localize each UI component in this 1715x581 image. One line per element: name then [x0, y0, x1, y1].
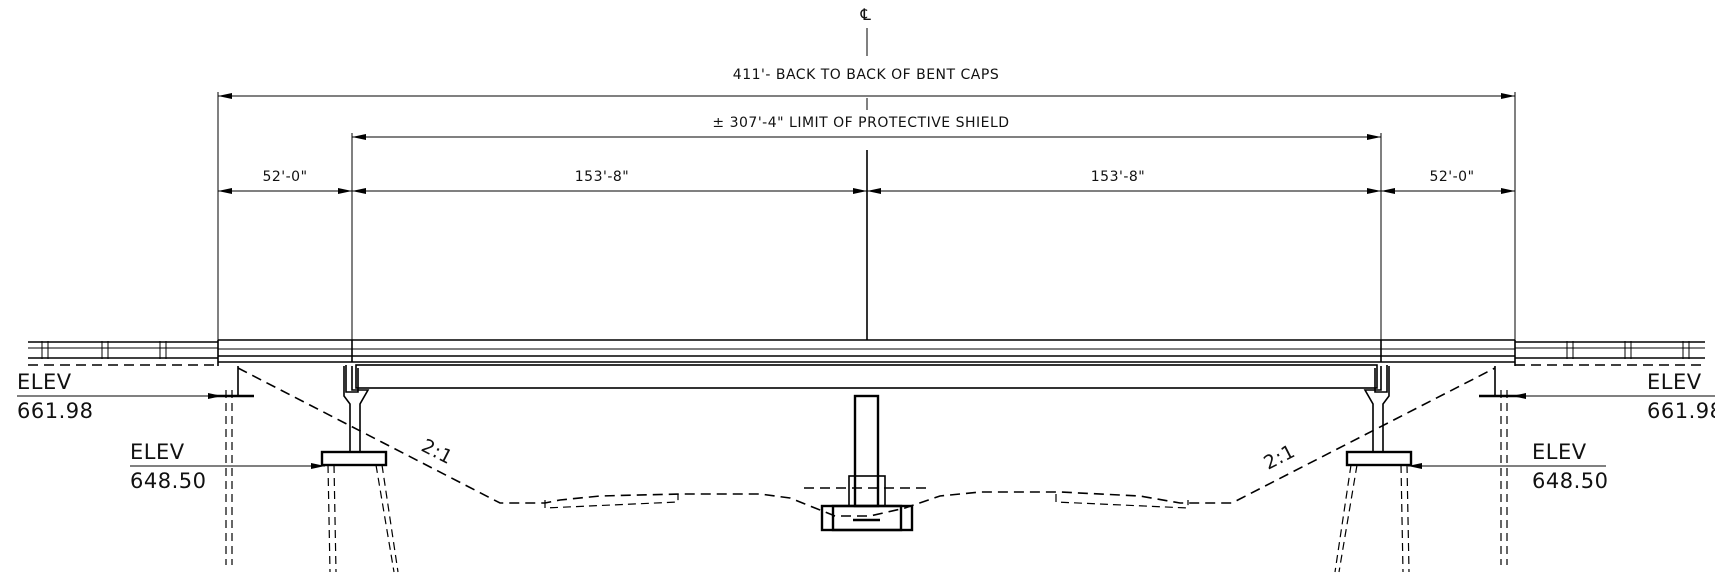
span-arrow — [218, 188, 232, 194]
elev-label: ELEV — [1647, 370, 1702, 394]
dim-shield-arrow-left — [352, 134, 366, 140]
slope-label-right: 2:1 — [1260, 440, 1299, 474]
intermediate-bent-left — [320, 365, 399, 573]
span-arrow — [338, 188, 352, 194]
span-arrow — [853, 188, 867, 194]
elev-value: 648.50 — [1532, 469, 1608, 493]
elev-label: ELEV — [130, 440, 185, 464]
bridge-deck — [217, 339, 1516, 389]
span-arrow — [352, 188, 366, 194]
span-arrow — [1367, 188, 1381, 194]
span-label-3: 153'-8" — [1091, 169, 1145, 185]
elev-callout-top-right: ELEV 661.98 — [1512, 370, 1715, 423]
elev-value: 648.50 — [130, 469, 206, 493]
elev-callout-low-left: ELEV 648.50 — [130, 440, 325, 493]
elev-value: 661.98 — [1647, 399, 1715, 423]
channel-ground-detail-right — [1055, 494, 1189, 509]
centerline-symbol: ℄ — [860, 5, 872, 24]
elev-value: 661.98 — [17, 399, 93, 423]
span-arrow — [867, 188, 881, 194]
dim-overall-arrow-left — [218, 93, 232, 99]
dim-shield-label: ± 307'-4" LIMIT OF PROTECTIVE SHIELD — [712, 115, 1009, 131]
dim-shield-arrow-right — [1367, 134, 1381, 140]
dim-overall-label: 411'- BACK TO BACK OF BENT CAPS — [733, 67, 999, 83]
approach-right — [1515, 341, 1705, 366]
center-pier — [804, 394, 932, 532]
elev-callout-top-left: ELEV 661.98 — [17, 370, 222, 423]
channel-ground-detail-left — [544, 494, 679, 509]
span-label-4: 52'-0" — [1429, 169, 1474, 185]
intermediate-bent-right — [1334, 365, 1413, 573]
span-arrow — [1501, 188, 1515, 194]
span-arrow — [1381, 188, 1395, 194]
elev-callout-low-right: ELEV 648.50 — [1408, 440, 1608, 493]
span-label-2: 153'-8" — [575, 169, 629, 185]
span-label-1: 52'-0" — [262, 169, 307, 185]
dim-overall-arrow-right — [1501, 93, 1515, 99]
elev-label: ELEV — [17, 370, 72, 394]
elev-label: ELEV — [1532, 440, 1587, 464]
approach-left — [28, 341, 218, 366]
channel-ground-line — [237, 367, 1496, 517]
